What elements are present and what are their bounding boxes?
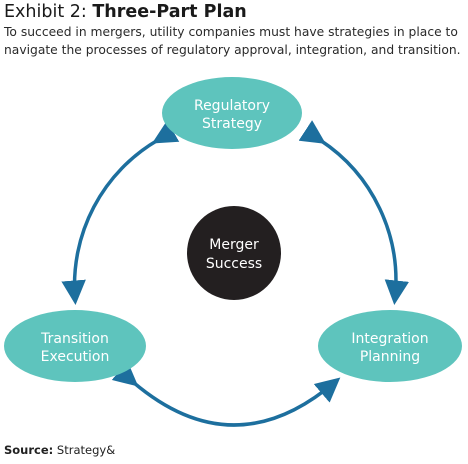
center-line1: Merger	[209, 237, 259, 253]
arrow-regulatory-integration	[298, 120, 409, 305]
title-prefix: Exhibit 2:	[4, 2, 93, 22]
regulatory-line1: Regulatory	[194, 98, 270, 114]
center-merger-success: Merger Success	[187, 206, 281, 300]
arrow-transition-integration	[111, 361, 341, 427]
source-note: Source: Strategy&	[4, 442, 115, 458]
source-text: Strategy&	[53, 443, 116, 457]
regulatory-line2: Strategy	[202, 116, 262, 132]
integration-line1: Integration	[351, 331, 428, 347]
center-line2: Success	[206, 256, 262, 272]
node-regulatory-strategy: Regulatory Strategy	[162, 77, 302, 149]
title-main: Three-Part Plan	[92, 2, 247, 22]
integration-line2: Planning	[360, 349, 420, 365]
arrow-regulatory-transition	[61, 120, 180, 305]
exhibit-subtitle: To succeed in mergers, utility companies…	[4, 25, 461, 57]
transition-line2: Execution	[41, 349, 110, 365]
exhibit-title: Exhibit 2: Three-Part Plan	[4, 0, 247, 24]
transition-line1: Transition	[40, 331, 109, 347]
source-label: Source:	[4, 443, 54, 457]
node-transition-execution: Transition Execution	[4, 310, 146, 382]
node-integration-planning: Integration Planning	[318, 310, 462, 382]
